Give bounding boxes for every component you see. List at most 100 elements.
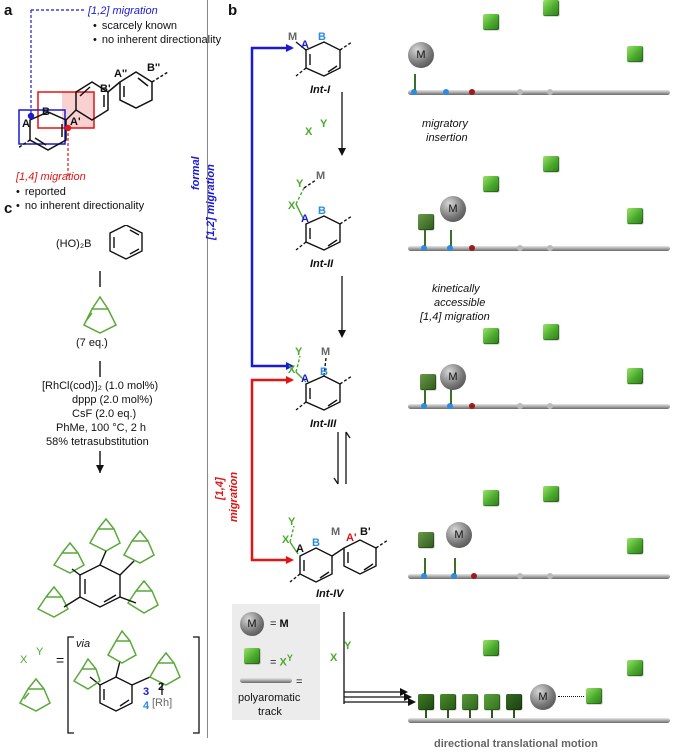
track-stem-4-1 xyxy=(424,558,426,574)
track-node-3-3 xyxy=(469,403,475,409)
legend-X: X xyxy=(279,656,287,669)
track-node-grey-4-2 xyxy=(547,573,553,579)
int3-A: A xyxy=(301,373,309,385)
int1-label: Int-I xyxy=(310,84,331,96)
chain-stem-4 xyxy=(491,710,493,718)
bound-cube-4-1 xyxy=(418,532,434,548)
track-node-1-1 xyxy=(411,89,417,95)
final-X: X xyxy=(330,652,338,664)
int4-Y: Y xyxy=(288,516,296,528)
legend-ball: M xyxy=(240,612,264,636)
track-node-3-1 xyxy=(421,403,427,409)
track-node-grey-2-1 xyxy=(517,245,523,251)
migration12-bullet-2: no inherent directionality xyxy=(93,34,221,47)
track-node-3-2 xyxy=(447,403,453,409)
metal-ball-text-3: M xyxy=(448,371,458,383)
metal-ball-2: M xyxy=(440,196,466,222)
xy-cube-1-1 xyxy=(483,14,499,30)
panel-divider xyxy=(207,0,208,738)
int2-A: A xyxy=(301,213,309,225)
xy-cube-1-3 xyxy=(627,46,643,62)
xy-cube-4-1 xyxy=(483,490,499,506)
track-bar-1 xyxy=(408,90,670,95)
xy-cube-3-1 xyxy=(483,328,499,344)
track-node-1-3 xyxy=(469,89,475,95)
migration12-title: [1,2] migration xyxy=(88,5,158,17)
chain-cube-4 xyxy=(484,694,500,710)
free-cube-top-2 xyxy=(627,660,643,676)
track-node-4-3 xyxy=(471,573,477,579)
chain-cube-1 xyxy=(418,694,434,710)
legend-cube xyxy=(244,648,260,664)
intermediate-num-2: 2 xyxy=(158,681,165,693)
xy-cube-2-1 xyxy=(483,176,499,192)
legend-Y: Y xyxy=(286,653,293,663)
atom-A1: A' xyxy=(70,116,81,128)
condition-5: 58% tetrasubstitution xyxy=(46,436,149,448)
bound-cube-2-1 xyxy=(418,214,434,230)
track-bar-3 xyxy=(408,404,670,409)
free-cube-final xyxy=(586,688,602,704)
legend-track-label-1: polyaromatic xyxy=(238,692,301,704)
formal-label-1: formal xyxy=(190,156,202,190)
panel-label-b: b xyxy=(228,2,238,19)
free-cube-top-1 xyxy=(483,640,499,656)
int2-X: X xyxy=(288,200,296,212)
chain-cube-5 xyxy=(506,694,522,710)
int4-A1: A' xyxy=(346,532,357,544)
boronic-acid-label: (HO)₂B xyxy=(56,238,92,250)
xy-cube-3-2 xyxy=(543,324,559,340)
chain-cube-3 xyxy=(462,694,478,710)
panel-c-structures xyxy=(18,225,200,734)
track-stem-4-2 xyxy=(454,558,456,574)
track-node-2-1 xyxy=(421,245,427,251)
panel-label-a: a xyxy=(4,2,13,19)
legend-xy-X: X xyxy=(20,654,28,666)
int1-A: A xyxy=(301,39,309,51)
metal-ball-4: M xyxy=(446,522,472,548)
track-node-grey-4-1 xyxy=(517,573,523,579)
final-Y: Y xyxy=(344,640,352,652)
legend-eq-1: = xyxy=(270,618,277,630)
int3-X: X xyxy=(288,364,296,376)
int2-Y: Y xyxy=(296,178,304,190)
norbornene-equiv: (7 eq.) xyxy=(76,337,108,349)
int2-B: B xyxy=(318,205,326,217)
int4-label: Int-IV xyxy=(316,588,344,600)
chain-cube-2 xyxy=(440,694,456,710)
atom-B2: B'' xyxy=(147,62,161,74)
track-bar-final xyxy=(408,718,670,723)
condition-3: CsF (2.0 eq.) xyxy=(72,408,137,420)
xy-cube-4-2 xyxy=(543,486,559,502)
track-stem-3-1 xyxy=(424,388,426,404)
legend-ball-eq: = M xyxy=(270,618,289,631)
migration14-bullet-1: reported xyxy=(16,186,66,199)
panel-b-molecules xyxy=(289,41,389,583)
step2-line3: [1,4] migration xyxy=(420,311,490,323)
atom-A: A xyxy=(22,118,30,130)
panel-b-brackets xyxy=(250,44,351,564)
metal-ball-1: M xyxy=(408,42,434,68)
metal-ball-text-final: M xyxy=(538,691,548,703)
int3-M: M xyxy=(321,346,331,358)
metal-ball-3: M xyxy=(440,364,466,390)
m14-label-2: migration xyxy=(228,471,240,522)
formal-label-2: [1,2] migration xyxy=(205,164,217,240)
rh-label: [Rh] xyxy=(152,697,173,709)
condition-2: dppp (2.0 mol%) xyxy=(72,394,153,406)
m14-label-1: [1,4] xyxy=(214,477,226,500)
legend-track xyxy=(240,678,292,683)
migration14-title: [1,4] migration xyxy=(16,171,86,183)
xy-cube-2-3 xyxy=(627,208,643,224)
legend-cube-eq: = XY xyxy=(270,652,293,670)
intermediate-num-4: 4 xyxy=(143,700,150,712)
track-stem-1-1 xyxy=(414,74,416,90)
int1-M: M xyxy=(288,31,298,43)
via-label: via xyxy=(76,638,91,650)
track-node-2-3 xyxy=(469,245,475,251)
metal-ball-final: M xyxy=(530,684,556,710)
condition-4: PhMe, 100 °C, 2 h xyxy=(56,422,147,434)
track-stem-2-1 xyxy=(424,230,426,246)
track-node-grey-3-1 xyxy=(517,403,523,409)
atom-A2: A'' xyxy=(114,68,128,80)
